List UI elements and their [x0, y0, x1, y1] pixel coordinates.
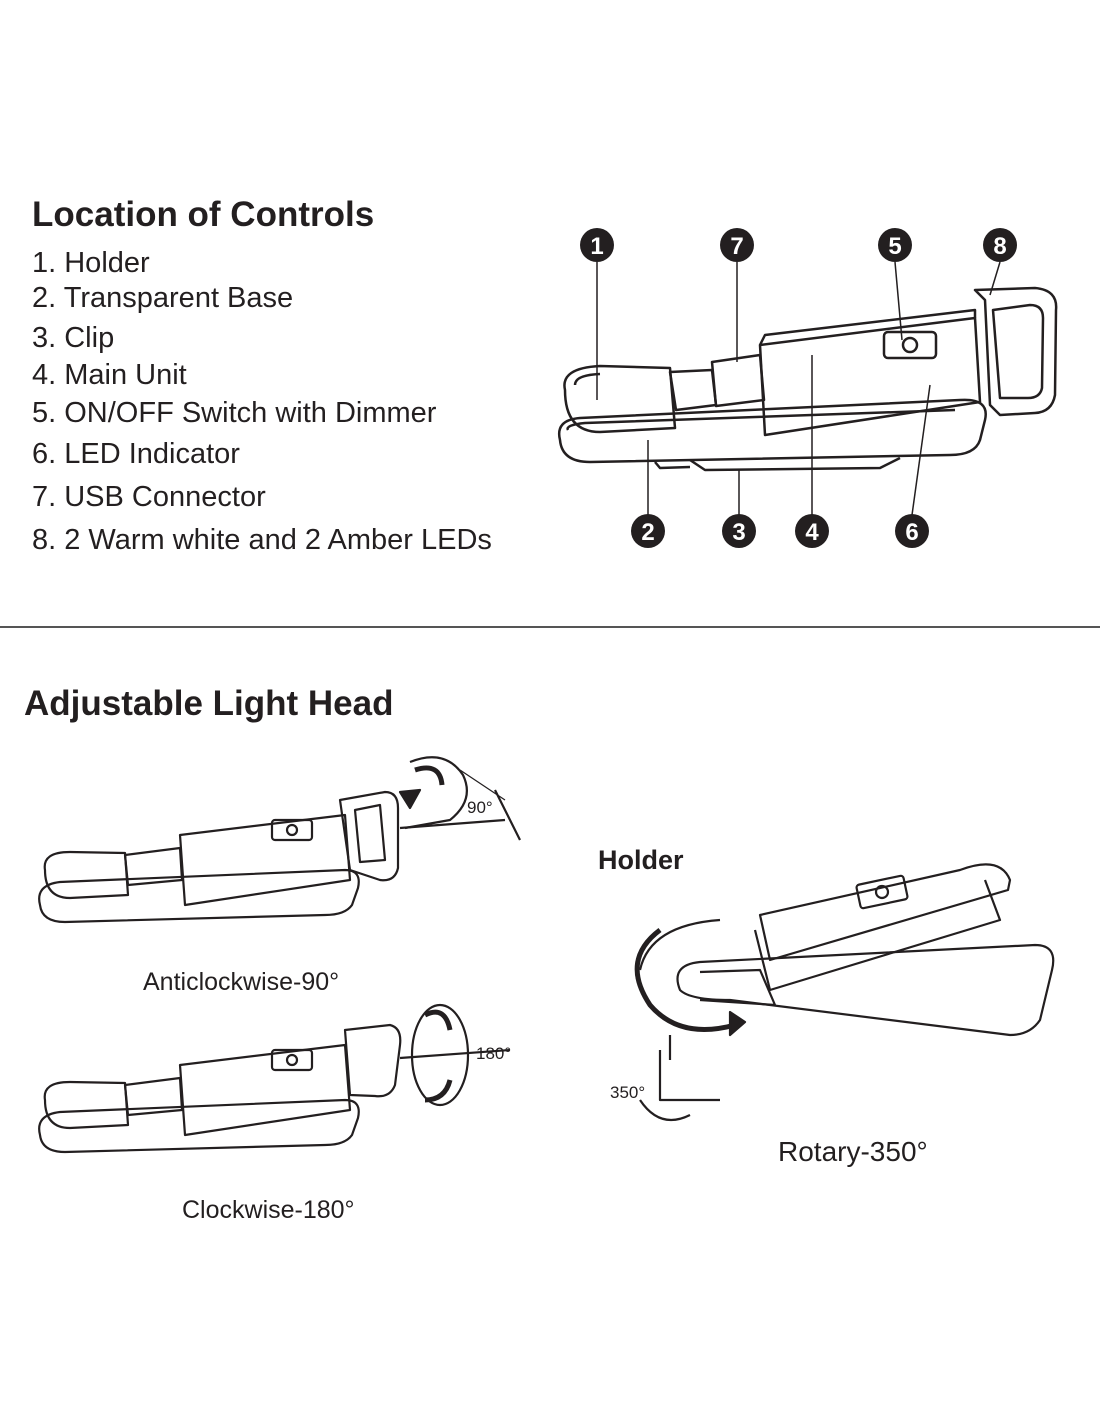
callout-2: [631, 514, 665, 548]
rotary-caption: Rotary-350°: [778, 1136, 928, 1167]
section-divider: [0, 626, 1100, 628]
callout-7: [720, 228, 754, 262]
list-item: 5. ON/OFF Switch with Dimmer: [32, 397, 437, 429]
callout-3: [722, 514, 756, 548]
adjustable-title: Adjustable Light Head: [24, 684, 394, 723]
callout-3-label: 3: [732, 519, 745, 546]
anticlockwise-illustration: [38, 756, 521, 924]
list-item: 4. Main Unit: [32, 359, 187, 391]
callout-6-label: 6: [905, 519, 918, 546]
callout-1: [580, 228, 614, 262]
clockwise-caption: Clockwise-180°: [182, 1196, 355, 1224]
callout-5-label: 5: [888, 233, 901, 260]
callout-6: [895, 514, 929, 548]
list-item: 8. 2 Warm white and 2 Amber LEDs: [32, 524, 492, 556]
callout-1-label: 1: [590, 233, 603, 260]
callout-8: [983, 228, 1017, 262]
callout-4-label: 4: [805, 519, 819, 546]
anticlockwise-angle-label: 90°: [467, 798, 493, 817]
callout-4: [795, 514, 829, 548]
callout-8-label: 8: [993, 233, 1006, 260]
list-item: 1. Holder: [32, 247, 150, 279]
controls-title: Location of Controls: [32, 195, 375, 234]
list-item: 3. Clip: [32, 322, 115, 354]
callout-markers: [580, 228, 1017, 548]
lamp-main-illustration: [557, 286, 1058, 472]
anticlockwise-caption: Anticlockwise-90°: [143, 968, 340, 996]
callout-lines: [596, 261, 1001, 516]
list-item: 6. LED Indicator: [32, 438, 240, 470]
clockwise-illustration: [38, 1003, 511, 1154]
clockwise-angle-label: 180°: [476, 1044, 512, 1063]
rotary-angle-label: 350°: [610, 1083, 646, 1102]
list-item: 7. USB Connector: [32, 481, 266, 513]
callout-2-label: 2: [641, 519, 654, 546]
callout-7-label: 7: [730, 233, 743, 260]
rotary-illustration: [634, 863, 1055, 1122]
callout-5: [878, 228, 912, 262]
list-item: 2. Transparent Base: [32, 282, 294, 314]
holder-label: Holder: [598, 845, 684, 875]
